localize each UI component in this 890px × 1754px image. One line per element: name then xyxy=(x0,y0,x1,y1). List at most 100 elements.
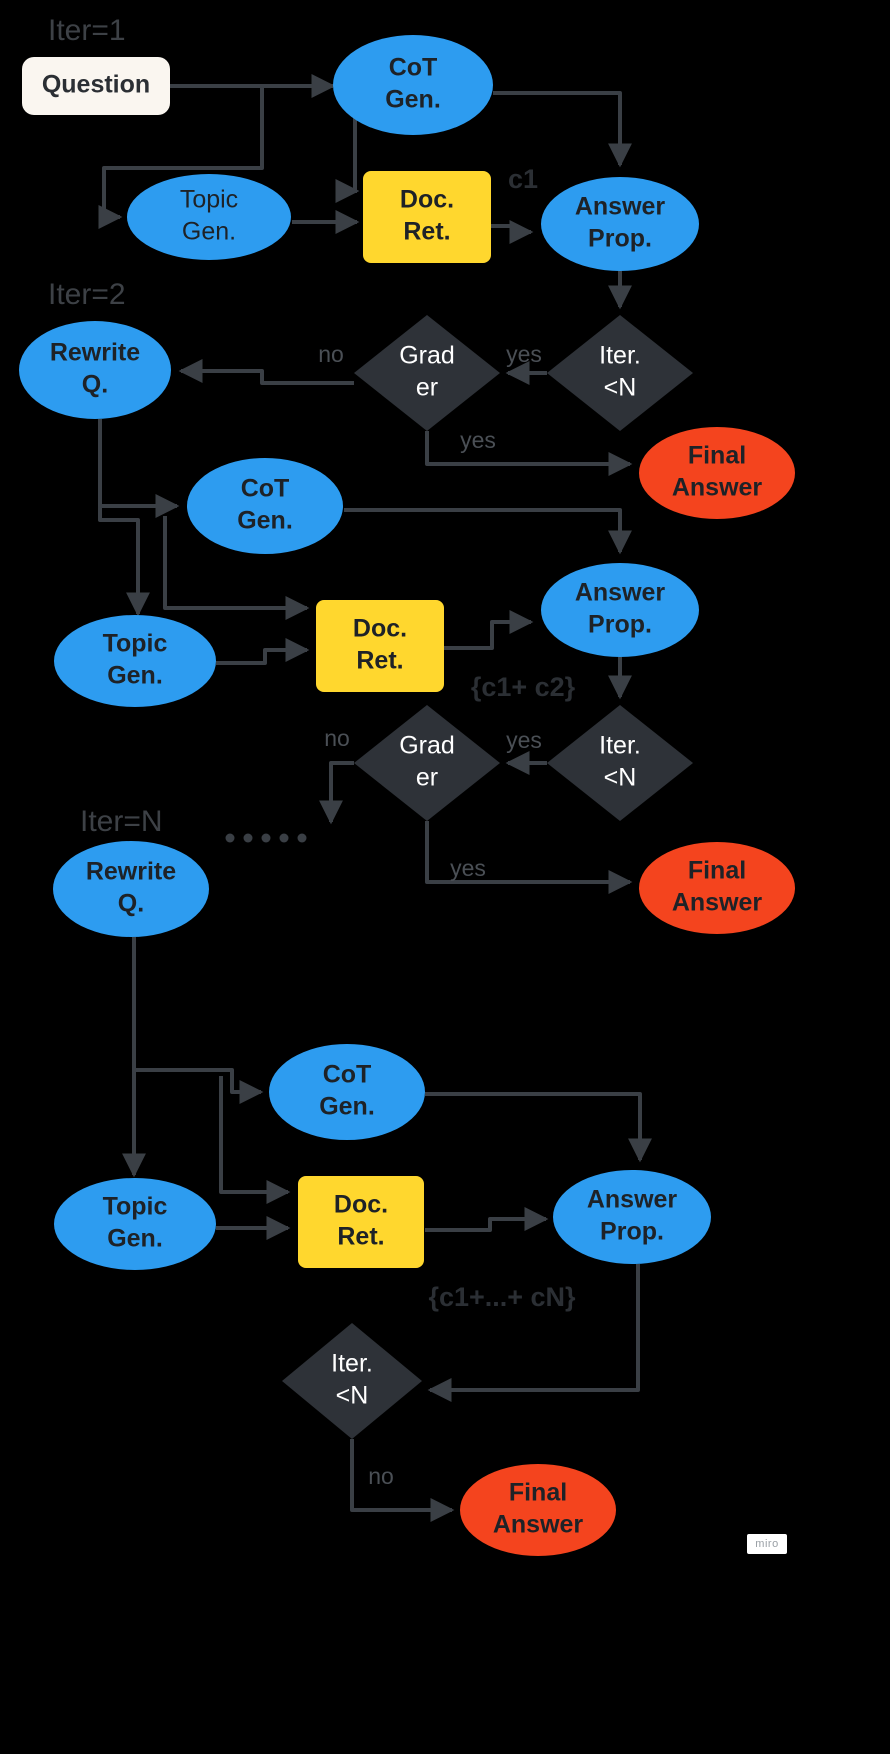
edge-rewriteN-to-docretN xyxy=(219,1076,291,1204)
node-shape-docretN xyxy=(298,1176,424,1268)
node-iterchk2[interactable]: Iter. <N xyxy=(547,705,693,821)
node-label-iterchk2: Iter. xyxy=(599,732,641,760)
node-label-topic1: Topic xyxy=(180,186,238,214)
section-label-iter2: Iter=2 xyxy=(48,278,126,311)
node-shape-docret1 xyxy=(363,171,491,263)
node-label-docret2: Ret. xyxy=(356,647,403,675)
node-label-answer1: Prop. xyxy=(588,225,652,253)
edge-docretN-to-answerN xyxy=(425,1207,549,1232)
node-label-rewriteN: Rewrite xyxy=(86,858,176,886)
edge-iterchkN-to-finalN xyxy=(350,1439,455,1522)
node-label-topicN: Topic xyxy=(103,1193,168,1221)
miro-watermark-text: miro xyxy=(755,1538,779,1550)
node-label-topic1: Gen. xyxy=(182,218,236,246)
node-shape-topicN xyxy=(54,1178,216,1270)
edge-grader2-to-final2 xyxy=(425,821,633,894)
node-label-cot2: CoT xyxy=(241,475,290,503)
edge-cot1-to-answer1 xyxy=(493,91,632,168)
node-docret1[interactable]: Doc.Ret. xyxy=(363,171,491,263)
node-label-docret2: Doc. xyxy=(353,615,407,643)
edge-label-yes2b: yes xyxy=(450,855,486,881)
node-label-answer2: Prop. xyxy=(588,611,652,639)
node-label-cot1: CoT xyxy=(389,54,438,82)
node-shape-grader1 xyxy=(354,315,500,431)
node-cot1[interactable]: CoT Gen. xyxy=(333,35,493,135)
node-label-cotN: Gen. xyxy=(319,1093,375,1121)
node-label-docretN: Doc. xyxy=(334,1191,388,1219)
node-label-iterchk1: Iter. xyxy=(599,342,641,370)
node-label-docret1: Doc. xyxy=(400,186,454,214)
edge-cot2-to-answer2 xyxy=(344,508,632,555)
node-shape-finalN xyxy=(460,1464,616,1556)
node-label-finalN: Final xyxy=(509,1479,567,1507)
node-layer: QuestionCoTGen.TopicGen.Doc.Ret.AnswerPr… xyxy=(19,35,795,1556)
edge-label-yes1b: yes xyxy=(460,427,496,453)
edge-grader1-to-rewrite2 xyxy=(178,359,354,385)
edge-answerN-to-iterchkN xyxy=(427,1264,640,1402)
node-label-final1: Final xyxy=(688,442,746,470)
node-shape-question xyxy=(22,57,170,115)
node-label-iterchkN: <N xyxy=(336,1382,369,1410)
node-question[interactable]: Question xyxy=(22,57,170,115)
edge-docret2-to-answer2 xyxy=(444,610,534,650)
node-shape-cotN xyxy=(269,1044,425,1140)
node-label-grader2: Grad xyxy=(399,732,455,760)
node-label-answerN: Answer xyxy=(587,1186,678,1214)
section-label-iterN: Iter=N xyxy=(80,805,163,838)
node-label-rewriteN: Q. xyxy=(118,890,144,918)
node-shape-rewrite2 xyxy=(19,321,171,419)
node-label-grader1: Grad xyxy=(399,342,455,370)
node-label-iterchk2: <N xyxy=(604,764,637,792)
node-shape-grader2 xyxy=(354,705,500,821)
edge-rewrite2-to-topic2 xyxy=(98,419,150,617)
node-label-iterchkN: Iter. xyxy=(331,1350,373,1378)
node-label-topic2: Gen. xyxy=(107,662,163,690)
iteration-ellipsis xyxy=(225,833,307,843)
node-shape-answerN xyxy=(553,1170,711,1264)
node-label-question: Question xyxy=(42,71,150,99)
edge-topic2-to-docret2 xyxy=(216,638,310,665)
node-docret2[interactable]: Doc. Ret. xyxy=(316,600,444,692)
node-shape-iterchk1 xyxy=(547,315,693,431)
node-label-final1: Answer xyxy=(672,474,763,502)
node-iterchkN[interactable]: Iter. <N xyxy=(282,1323,422,1439)
node-iterchk1[interactable]: Iter. <N xyxy=(547,315,693,431)
node-label-finalN: Answer xyxy=(493,1511,584,1539)
edge-grader2-to-rewriteN xyxy=(319,761,354,825)
node-label-rewrite2: Rewrite xyxy=(50,339,140,367)
node-label-cot1: Gen. xyxy=(385,86,441,114)
edge-layer xyxy=(98,74,652,1522)
node-shape-cot2 xyxy=(187,458,343,554)
node-label-answer1: Answer xyxy=(575,193,666,221)
edge-grader1-to-final1 xyxy=(425,431,633,476)
edge-label-yes1: yes xyxy=(506,341,542,367)
edge-label-yes2: yes xyxy=(506,727,542,753)
node-docretN[interactable]: Doc. Ret. xyxy=(298,1176,424,1268)
edge-question-to-topic1 xyxy=(98,88,264,229)
edge-docret1-to-answer1 xyxy=(491,220,534,244)
node-shape-iterchkN xyxy=(282,1323,422,1439)
node-shape-answer2 xyxy=(541,563,699,657)
node-label-answerN: Prop. xyxy=(600,1218,664,1246)
edge-rewrite2-to-cot2 xyxy=(98,419,180,518)
node-label-docretN: Ret. xyxy=(337,1223,384,1251)
node-shape-rewriteN xyxy=(53,841,209,937)
node-label-iterchk1: <N xyxy=(604,374,637,402)
node-label-rewrite2: Q. xyxy=(82,371,108,399)
